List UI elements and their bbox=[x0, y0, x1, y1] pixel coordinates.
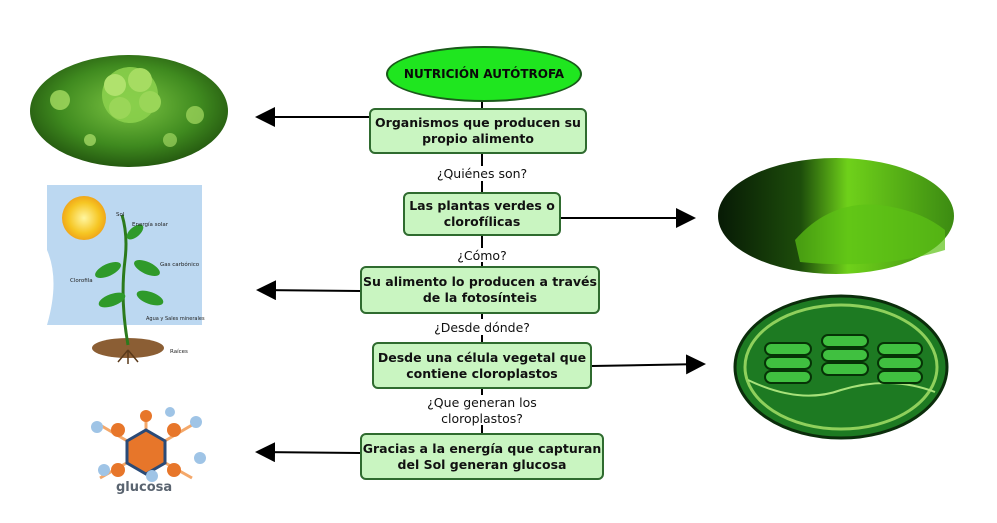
title-node: NUTRICIÓN AUTÓTROFA bbox=[386, 46, 582, 102]
node-green-plants: Las plantas verdes o clorofílicas bbox=[403, 192, 561, 236]
plant-label-sol: Sol bbox=[116, 212, 125, 218]
arrow-to-plant bbox=[256, 280, 361, 301]
plant-label-gas: Gas carbónico bbox=[160, 262, 200, 268]
plant-label-energy: Energía solar bbox=[132, 222, 169, 228]
plant-label-roots: Raíces bbox=[170, 349, 188, 355]
node-photosynthesis: Su alimento lo producen a través de la f… bbox=[360, 266, 600, 314]
question-who: ¿Quiénes son? bbox=[436, 166, 528, 181]
arrow-to-chloroplast bbox=[591, 354, 706, 375]
plant-label-water: Agua y Sales minerales bbox=[146, 316, 205, 322]
question-where: ¿Desde dónde? bbox=[434, 320, 530, 335]
question-how: ¿Cómo? bbox=[457, 248, 507, 263]
node-plant-cell: Desde una célula vegetal que contiene cl… bbox=[372, 342, 592, 389]
arrow-to-glucose bbox=[255, 442, 361, 463]
node-organisms: Organismos que producen su propio alimen… bbox=[369, 108, 587, 154]
plant-label-chlorophyll: Clorofila bbox=[70, 278, 93, 284]
node-glucose: Gracias a la energía que capturan del So… bbox=[360, 433, 604, 480]
glucose-label: glucosa bbox=[116, 480, 173, 495]
question-what-generate: ¿Que generan los cloroplastos? bbox=[427, 395, 537, 426]
